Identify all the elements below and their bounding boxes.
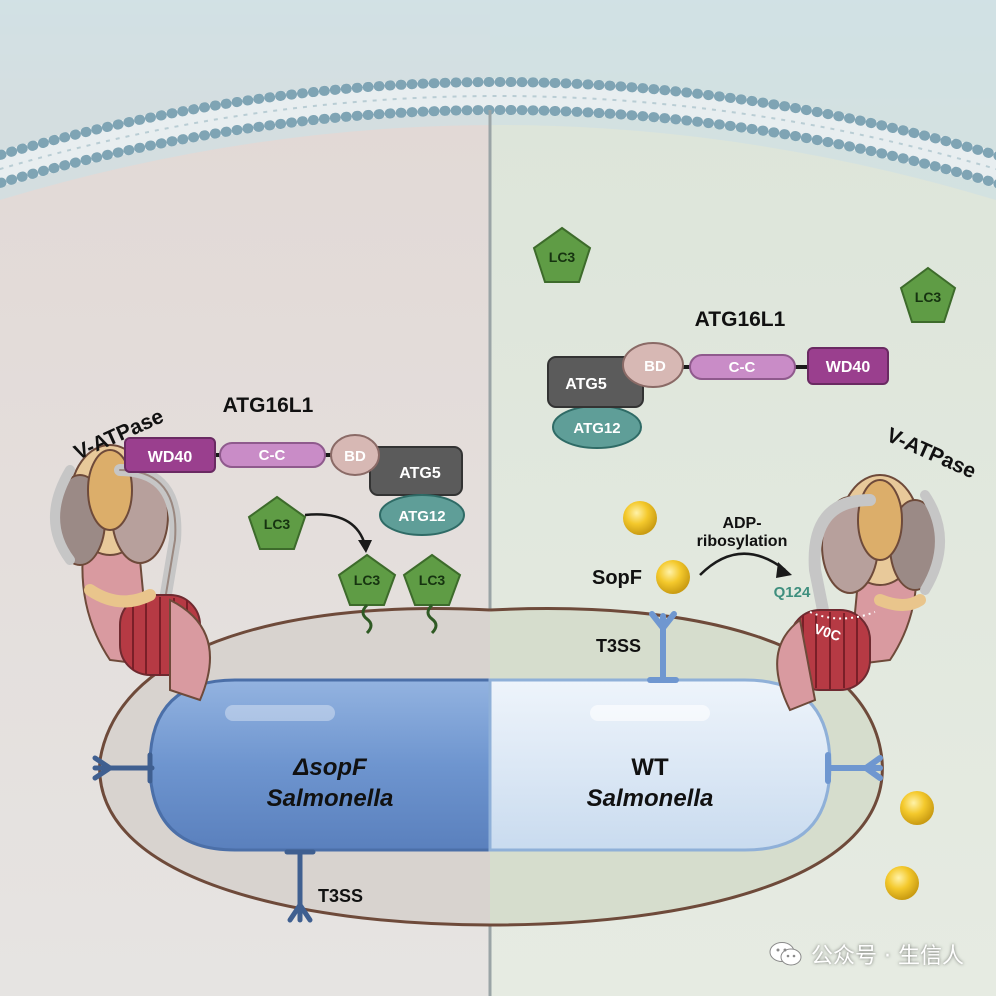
t3ss-right-top — [647, 611, 679, 683]
lc3-recruitment-arrow — [304, 513, 367, 546]
wechat-icon — [769, 942, 802, 966]
v-atpase-right — [776, 474, 945, 712]
bacterium-right-name-line1: WT — [631, 754, 669, 781]
atg16l1-left-label: ATG16L1 — [223, 394, 314, 417]
wd40-right-label: WD40 — [826, 359, 871, 376]
cc-left — [219, 442, 326, 468]
t3ss-left-side — [92, 752, 155, 784]
atg16l1-right-label: ATG16L1 — [695, 308, 786, 331]
wd40-left — [124, 437, 216, 473]
wd40-left-label: WD40 — [148, 449, 193, 466]
lc3-free-right-1 — [532, 226, 592, 283]
plasma-membrane — [0, 77, 996, 189]
sopf-ball-2 — [656, 560, 690, 594]
bacterium-right-name-line2: Salmonella — [587, 785, 714, 812]
bacterium-left-name-line2: Salmonella — [267, 785, 394, 812]
atg16l1-left-complex — [124, 434, 465, 536]
bd-right-label: BD — [644, 358, 666, 375]
lc3-free-left-label: LC3 — [264, 516, 291, 532]
atg16l1-right-complex — [547, 342, 889, 449]
lc3-free-right-2 — [899, 266, 957, 323]
bacterium-left-name-line1: ΔsopF — [292, 754, 368, 781]
t3ss-right-side — [825, 752, 883, 784]
atg12-left-label: ATG12 — [398, 508, 445, 525]
lc3-bound-left-1-label: LC3 — [354, 572, 381, 588]
t3ss-left-bottom — [284, 849, 316, 923]
cc-right — [689, 354, 796, 380]
lc3-bound-left-1 — [337, 553, 397, 635]
t3ss-left-label: T3SS — [318, 886, 363, 906]
sopf-label: SopF — [592, 567, 642, 589]
t3ss-right-label: T3SS — [596, 636, 641, 656]
sopf-ball-3 — [900, 791, 934, 825]
lc3-arrow-head — [358, 540, 372, 553]
adp-label-line1: ADP- — [722, 515, 761, 532]
atg12-right-label: ATG12 — [573, 420, 620, 437]
atg5-left-label: ATG5 — [399, 465, 441, 482]
sopf-ball-4 — [885, 866, 919, 900]
watermark: 公众号 · 生信人 — [769, 938, 964, 970]
adp-arrow-head — [776, 562, 792, 578]
adp-ribosylation-arrow — [699, 552, 786, 576]
adp-label-line2: ribosylation — [697, 533, 788, 550]
atg5-right-label: ATG5 — [565, 376, 607, 393]
watermark-text: 公众号 · 生信人 — [811, 944, 964, 969]
lc3-free-right-1-label: LC3 — [549, 249, 576, 265]
cc-right-label: C-C — [729, 359, 756, 376]
sopf-ball-1 — [623, 501, 657, 535]
bd-left — [330, 434, 380, 476]
bd-left-label: BD — [344, 448, 366, 465]
atg12-left — [379, 494, 465, 536]
lc3-bound-left-2-label: LC3 — [419, 572, 446, 588]
lc3-free-right-2-label: LC3 — [915, 289, 942, 305]
q124-label: Q124 — [774, 584, 811, 601]
lc3-bound-left-2 — [402, 553, 462, 635]
lc3-free-left — [247, 495, 307, 550]
cc-left-label: C-C — [259, 447, 286, 464]
bd-right — [622, 342, 684, 388]
wd40-right — [807, 347, 889, 385]
